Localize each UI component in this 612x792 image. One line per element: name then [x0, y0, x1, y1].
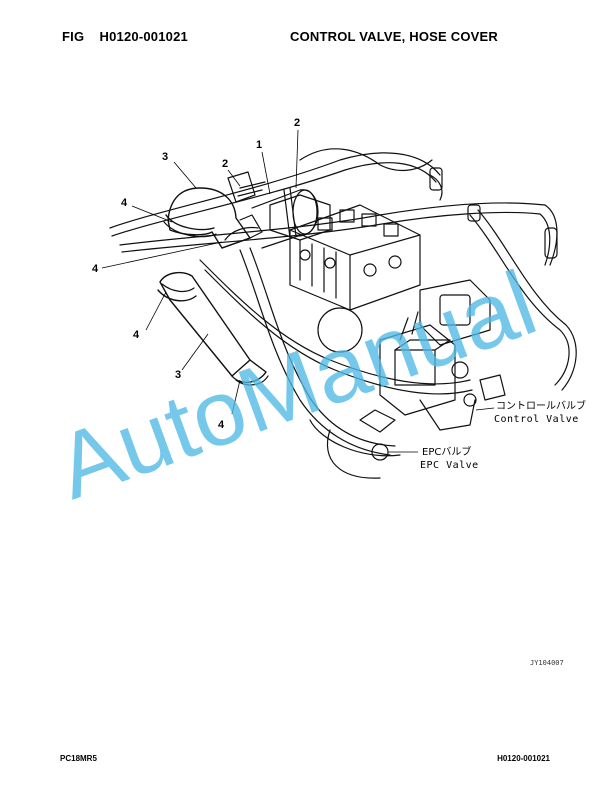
component-labels: コントロールバルブ Control Valve EPCバルブ EPC Valve… — [388, 399, 586, 667]
control-valve-label-jp: コントロールバルブ — [496, 399, 586, 412]
callout-4-left: 4 — [133, 329, 140, 341]
callout-1: 1 — [256, 139, 262, 151]
drawing-code: JY104007 — [530, 659, 564, 667]
figure-number: FIG H0120-001021 — [62, 29, 188, 44]
machine-illustration — [109, 148, 577, 479]
epc-valve-label-jp: EPCバルブ — [422, 445, 471, 458]
figure-title: CONTROL VALVE, HOSE COVER — [290, 29, 498, 44]
callouts: 1 2 2 3 3 4 4 4 4 — [92, 117, 300, 431]
callout-4-upper: 4 — [121, 197, 128, 209]
leader-lines — [101, 129, 299, 415]
footer-page-code: H0120-001021 — [497, 754, 550, 763]
callout-2-left: 2 — [222, 158, 228, 170]
callout-4-lower: 4 — [218, 419, 225, 431]
footer-model: PC18MR5 — [60, 754, 97, 763]
callout-3-top: 3 — [162, 151, 168, 163]
callout-3-bottom: 3 — [175, 369, 181, 381]
watermark: AutoManual — [44, 252, 549, 519]
epc-valve-label-en: EPC Valve — [420, 460, 479, 471]
callout-4-middle: 4 — [92, 263, 99, 275]
control-valve-label-en: Control Valve — [494, 414, 579, 425]
callout-2-top: 2 — [294, 117, 300, 129]
